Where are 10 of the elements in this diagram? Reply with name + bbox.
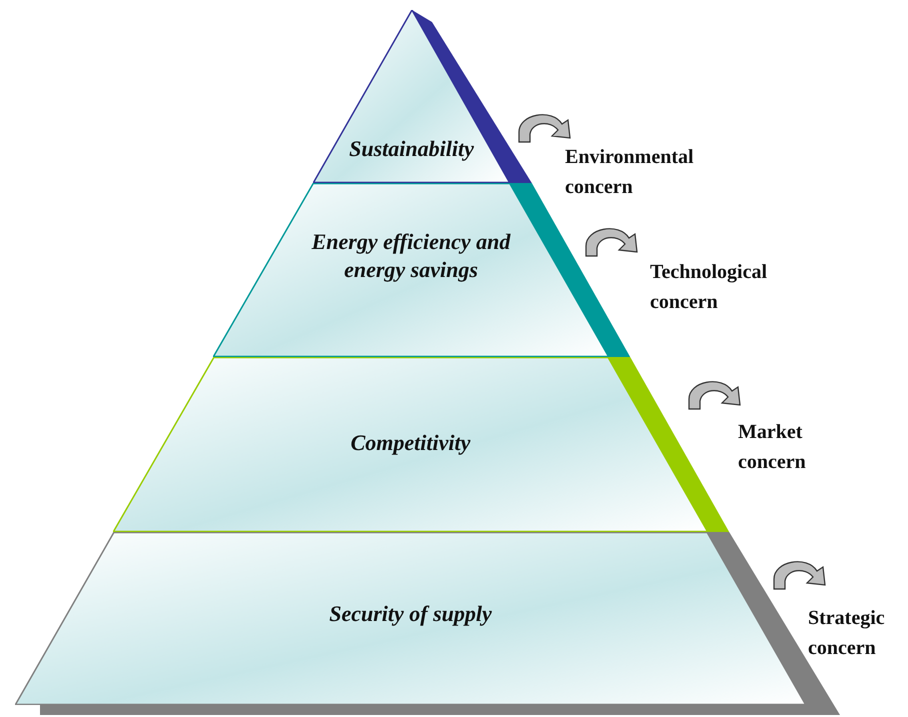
level-label: Sustainability xyxy=(349,135,474,163)
level-label: Competitivity xyxy=(350,429,470,457)
level-label: Security of supply xyxy=(329,600,492,628)
level-label: Energy efficiency and energy savings xyxy=(311,228,511,284)
pyramid-level xyxy=(113,357,708,532)
concern-label: Market concern xyxy=(738,420,807,475)
concern-label: Strategic concern xyxy=(808,606,886,661)
concern-label: Technological concern xyxy=(650,260,768,315)
pyramid-level xyxy=(15,532,806,705)
concern-label: Environmental concern xyxy=(565,145,695,200)
